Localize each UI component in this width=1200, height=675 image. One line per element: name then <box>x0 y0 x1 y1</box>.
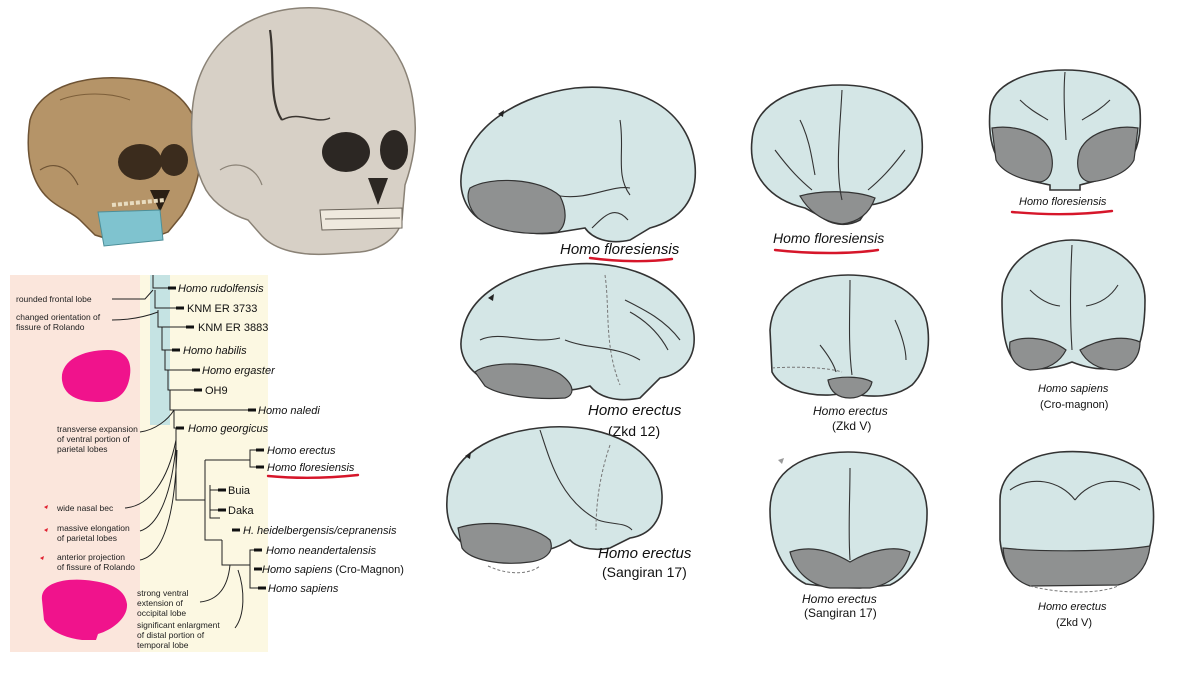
note-rounded-frontal-lobe: rounded frontal lobe <box>16 294 92 304</box>
taxon-knm-er-3883: KNM ER 3883 <box>198 322 268 334</box>
taxon-homo-georgicus: Homo georgicus <box>188 423 269 435</box>
lateral-floresiensis-underline <box>588 256 674 263</box>
label-back-cro-magnon: (Cro-magnon) <box>1040 399 1108 411</box>
floresiensis-highlight-underline <box>266 473 360 480</box>
label-back-zkd5: (Zkd V) <box>1056 617 1092 629</box>
taxon-homo-habilis: Homo habilis <box>183 345 247 357</box>
note-temporal-2: of distal portion of <box>137 630 205 640</box>
label-back-floresiensis: Homo floresiensis <box>1019 196 1107 208</box>
taxon-homo-sapiens-cro-magnon: Homo sapiens (Cro-Magnon) <box>262 564 404 576</box>
taxon-homo-erectus: Homo erectus <box>267 445 336 457</box>
taxon-homo-ergaster: Homo ergaster <box>202 365 276 377</box>
taxon-daka: Daka <box>228 505 255 517</box>
front-endocast-erectus-zkd5 <box>769 274 930 399</box>
label-lateral-erectus-2: Homo erectus <box>598 545 692 562</box>
label-lateral-floresiensis: Homo floresiensis <box>560 241 680 258</box>
taxon-oh9: OH9 <box>205 385 228 397</box>
front-floresiensis-underline <box>773 248 880 255</box>
note-parietal-2: of ventral portion of <box>57 434 130 444</box>
front-endocast-erectus-sangiran17 <box>769 451 928 589</box>
note-anterior-2: of fissure of Rolando <box>57 562 135 572</box>
note-rolando-1: changed orientation of <box>16 312 101 322</box>
note-parietal-3: parietal lobes <box>57 444 108 454</box>
note-temporal-1: significant enlargment <box>137 620 220 630</box>
label-back-erectus: Homo erectus <box>1038 601 1107 613</box>
taxon-homo-sapiens: Homo sapiens <box>268 583 339 595</box>
taxon-buia: Buia <box>228 485 251 497</box>
note-parietal-1: transverse expansion <box>57 424 138 434</box>
note-rolando-2: fissure of Rolando <box>16 322 85 332</box>
label-lateral-sangiran17: (Sangiran 17) <box>602 564 687 580</box>
note-occipital-1: strong ventral <box>137 588 189 598</box>
note-elongation-1: massive elongation <box>57 523 130 533</box>
taxon-homo-rudolfensis: Homo rudolfensis <box>178 283 264 295</box>
front-endocast-floresiensis <box>750 84 924 226</box>
label-front-erectus: Homo erectus <box>813 404 888 418</box>
label-front-floresiensis: Homo floresiensis <box>773 230 884 246</box>
label-front-zkd5: (Zkd V) <box>832 419 871 433</box>
brain-outline-icon-upper <box>61 350 131 402</box>
note-temporal-3: temporal lobe <box>137 640 189 650</box>
taxon-heidelbergensis: H. heidelbergensis/cepranensis <box>243 525 397 537</box>
lateral-endocast-erectus-sangiran17 <box>446 426 663 574</box>
floresiensis-skull-photo <box>27 77 202 247</box>
taxon-knm-er-3733: KNM ER 3733 <box>187 303 257 315</box>
phylogeny-tips <box>168 286 266 590</box>
label-back-sapiens: Homo sapiens <box>1038 383 1109 395</box>
taxon-homo-neandertalensis: Homo neandertalensis <box>266 545 377 557</box>
taxon-homo-floresiensis: Homo floresiensis <box>267 462 355 474</box>
back-endocast-erectus-zkd5 <box>999 450 1155 593</box>
brain-outline-icon-lower <box>41 579 128 640</box>
note-elongation-2: of parietal lobes <box>57 533 117 543</box>
back-endocast-sapiens <box>1001 239 1146 371</box>
sapiens-skull-photo <box>190 7 417 256</box>
taxon-homo-naledi: Homo naledi <box>258 405 320 417</box>
label-front-sangiran17: (Sangiran 17) <box>804 606 877 620</box>
label-lateral-erectus: Homo erectus <box>588 402 682 419</box>
note-occipital-2: extension of <box>137 598 183 608</box>
phylogeny-panel: Homo rudolfensis KNM ER 3733 KNM ER 3883… <box>10 275 404 652</box>
lateral-endocast-floresiensis <box>460 86 697 243</box>
note-occipital-3: occipital lobe <box>137 608 186 618</box>
lateral-endocast-erectus-zkd12 <box>460 262 695 401</box>
note-anterior-1: anterior projection <box>57 552 125 562</box>
phylogeny-band-early-homo <box>150 275 170 425</box>
back-floresiensis-underline <box>1010 209 1114 216</box>
label-lateral-zkd12: (Zkd 12) <box>608 423 660 439</box>
note-wide-nasal-bec: wide nasal bec <box>56 503 114 513</box>
label-front-erectus-2: Homo erectus <box>802 592 877 606</box>
back-endocast-floresiensis <box>988 69 1142 191</box>
